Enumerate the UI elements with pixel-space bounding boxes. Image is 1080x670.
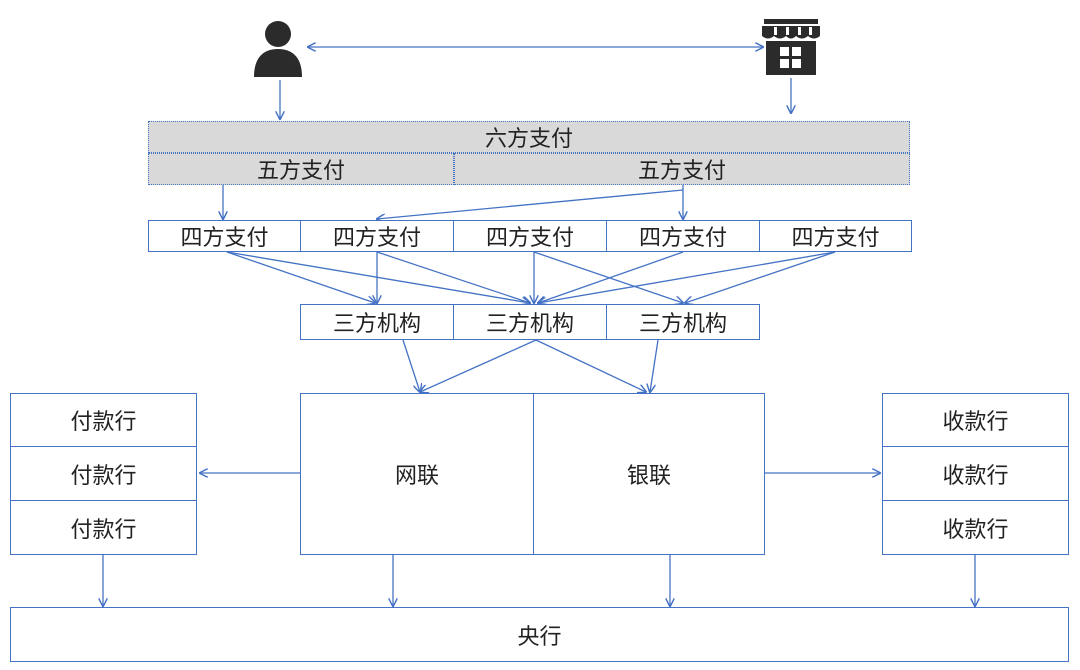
- payee-bank: 收款行: [882, 393, 1069, 447]
- third-party-institution: 三方机构: [300, 304, 454, 340]
- payee-bank: 收款行: [882, 500, 1069, 555]
- four-party-payment: 四方支付: [606, 220, 760, 252]
- payer-bank: 付款行: [10, 393, 197, 447]
- four-party-payment: 四方支付: [300, 220, 454, 252]
- nucc-network: 网联: [300, 393, 534, 555]
- payer-bank: 付款行: [10, 446, 197, 501]
- payer-bank: 付款行: [10, 500, 197, 555]
- four-party-payment: 四方支付: [759, 220, 912, 252]
- payee-bank: 收款行: [882, 446, 1069, 501]
- five-party-payment: 五方支付: [148, 153, 454, 185]
- third-party-institution: 三方机构: [453, 304, 607, 340]
- five-party-payment: 五方支付: [454, 153, 910, 185]
- four-party-payment: 四方支付: [453, 220, 607, 252]
- person-icon: [254, 21, 302, 77]
- unionpay-network: 银联: [533, 393, 765, 555]
- store-icon: [762, 19, 820, 75]
- six-party-payment: 六方支付: [148, 121, 910, 153]
- four-party-payment: 四方支付: [148, 220, 301, 252]
- third-party-institution: 三方机构: [606, 304, 760, 340]
- central-bank: 央行: [10, 607, 1069, 662]
